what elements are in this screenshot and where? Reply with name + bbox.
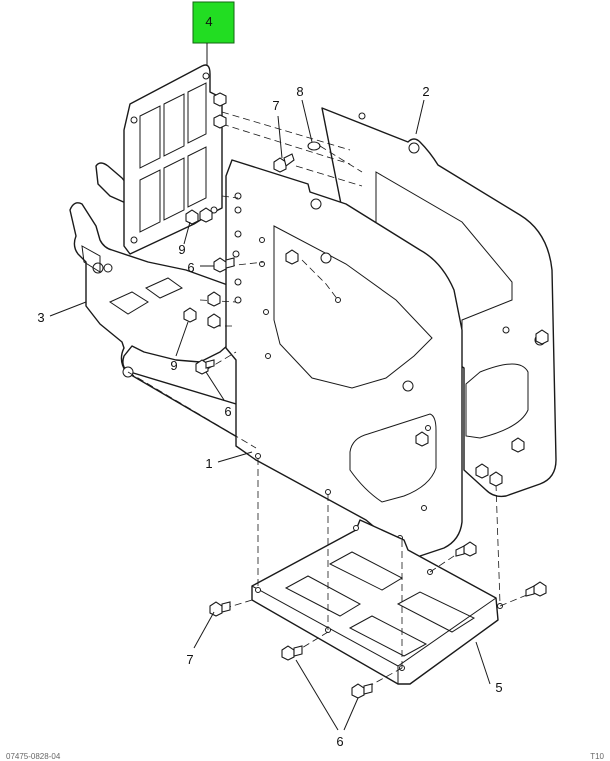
- footer-sheet-code: T10: [590, 752, 604, 761]
- callout-8[interactable]: 8: [296, 84, 303, 99]
- callout-6-bottom[interactable]: 6: [336, 734, 343, 749]
- fasteners: [183, 92, 549, 699]
- callout-6-upper[interactable]: 6: [187, 260, 194, 275]
- callout-5[interactable]: 5: [495, 680, 502, 695]
- bolt-icon: [195, 359, 215, 375]
- callout-1[interactable]: 1: [205, 456, 212, 471]
- part-5-base-tray: [251, 519, 503, 685]
- nut-icon: [285, 249, 299, 265]
- callout-2[interactable]: 2: [422, 84, 429, 99]
- part-1-main-panel: [225, 159, 463, 558]
- bolt-icon: [455, 541, 477, 557]
- bolt-icon: [281, 645, 303, 661]
- nut-icon: [535, 329, 549, 345]
- leader-lines: [49, 99, 491, 731]
- highlight-box-part-4: [192, 1, 235, 44]
- callout-7-top[interactable]: 7: [272, 98, 279, 113]
- bolt-icon: [213, 257, 235, 273]
- nut-icon: [207, 291, 221, 307]
- callout-7-bottom[interactable]: 7: [186, 652, 193, 667]
- nut-icon: [207, 313, 221, 329]
- nut-icon: [475, 463, 489, 479]
- nut-icon: [199, 207, 213, 223]
- nut-icon: [511, 437, 525, 453]
- callout-4[interactable]: 4: [205, 14, 212, 29]
- bolt-icon: [209, 601, 231, 617]
- callout-9-upper[interactable]: 9: [178, 242, 185, 257]
- nut-icon: [415, 431, 429, 447]
- bolt-icon: [273, 153, 295, 173]
- part-4-vent-plate: [123, 64, 223, 255]
- callout-9-lower[interactable]: 9: [170, 358, 177, 373]
- nut-icon: [213, 92, 227, 107]
- footer-drawing-code: 07475-0828-04: [6, 752, 61, 761]
- part-3-left-bracket: [69, 162, 257, 449]
- callout-3[interactable]: 3: [37, 310, 44, 325]
- bolt-icon: [525, 581, 547, 597]
- nut-icon: [183, 307, 197, 323]
- nut-icon: [185, 209, 199, 225]
- nut-icon: [489, 471, 503, 487]
- bolt-icon: [351, 683, 373, 699]
- nut-icon: [213, 114, 227, 129]
- nut-icon: [307, 141, 321, 151]
- callout-6-middle[interactable]: 6: [224, 404, 231, 419]
